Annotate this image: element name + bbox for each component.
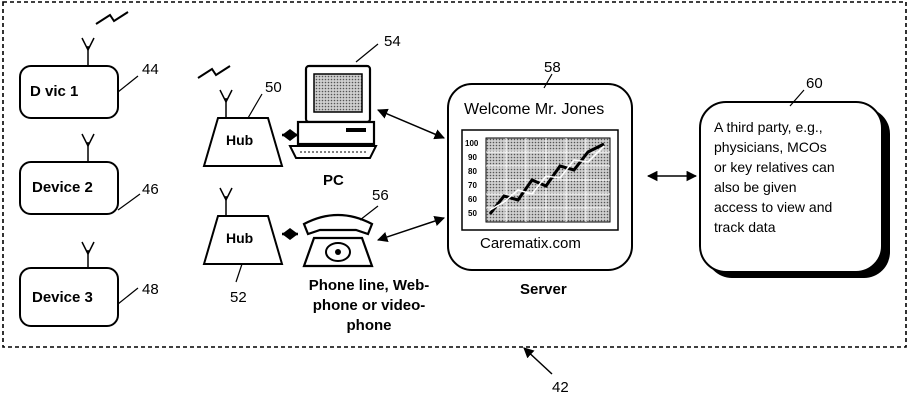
third-party-line-3: or key relatives can bbox=[714, 160, 835, 174]
device-1-ref: 44 bbox=[142, 62, 159, 77]
server-label: Server bbox=[520, 282, 567, 297]
third-party-line-5: access to view and bbox=[714, 200, 832, 214]
phone-server-link bbox=[378, 218, 444, 240]
chart-tick-90: 90 bbox=[468, 154, 477, 162]
hub-top-ref: 50 bbox=[265, 80, 282, 95]
device-1 bbox=[20, 38, 138, 118]
device-3 bbox=[20, 242, 138, 326]
device-2 bbox=[20, 134, 140, 214]
system-ref-arrow bbox=[524, 348, 552, 374]
wireless-signal-icon bbox=[198, 66, 230, 78]
third-party-line-1: A third party, e.g., bbox=[714, 120, 823, 134]
third-party-line-4: also be given bbox=[714, 180, 797, 194]
hub-top-label: Hub bbox=[226, 133, 253, 147]
hub-bottom-label: Hub bbox=[226, 231, 253, 245]
pc-server-link bbox=[378, 110, 444, 138]
pc-icon bbox=[290, 44, 378, 158]
third-party-line-6: track data bbox=[714, 220, 775, 234]
chart-tick-60: 60 bbox=[468, 196, 477, 204]
third-party-ref: 60 bbox=[806, 76, 823, 91]
server-site: Carematix.com bbox=[480, 236, 581, 251]
pc-ref: 54 bbox=[384, 34, 401, 49]
system-ref: 42 bbox=[552, 380, 569, 395]
server-ref: 58 bbox=[544, 60, 561, 75]
hub-phone-connector bbox=[282, 228, 298, 240]
chart-tick-100: 100 bbox=[465, 140, 478, 148]
telephone-icon bbox=[304, 206, 378, 266]
hub-bottom-ref: 52 bbox=[230, 290, 247, 305]
phone-label-line-1: Phone line, Web- bbox=[294, 278, 444, 293]
server-greeting: Welcome Mr. Jones bbox=[464, 102, 604, 118]
phone-label-line-2: phone or video- bbox=[294, 298, 444, 313]
hub-pc-connector bbox=[282, 129, 298, 141]
device-2-label: Device 2 bbox=[32, 180, 93, 195]
device-3-ref: 48 bbox=[142, 282, 159, 297]
third-party-line-2: physicians, MCOs bbox=[714, 140, 827, 154]
chart-tick-80: 80 bbox=[468, 168, 477, 176]
chart-tick-70: 70 bbox=[468, 182, 477, 190]
device-1-ref-leader bbox=[118, 76, 138, 92]
hub-top bbox=[204, 90, 282, 166]
phone-ref: 56 bbox=[372, 188, 389, 203]
phone-label-line-3: phone bbox=[294, 318, 444, 333]
pc-label: PC bbox=[323, 173, 344, 188]
device-1-label: D vic 1 bbox=[30, 84, 78, 99]
chart-tick-50: 50 bbox=[468, 210, 477, 218]
wireless-signal-icon bbox=[96, 12, 128, 24]
device-3-label: Device 3 bbox=[32, 290, 93, 305]
device-2-ref: 46 bbox=[142, 182, 159, 197]
